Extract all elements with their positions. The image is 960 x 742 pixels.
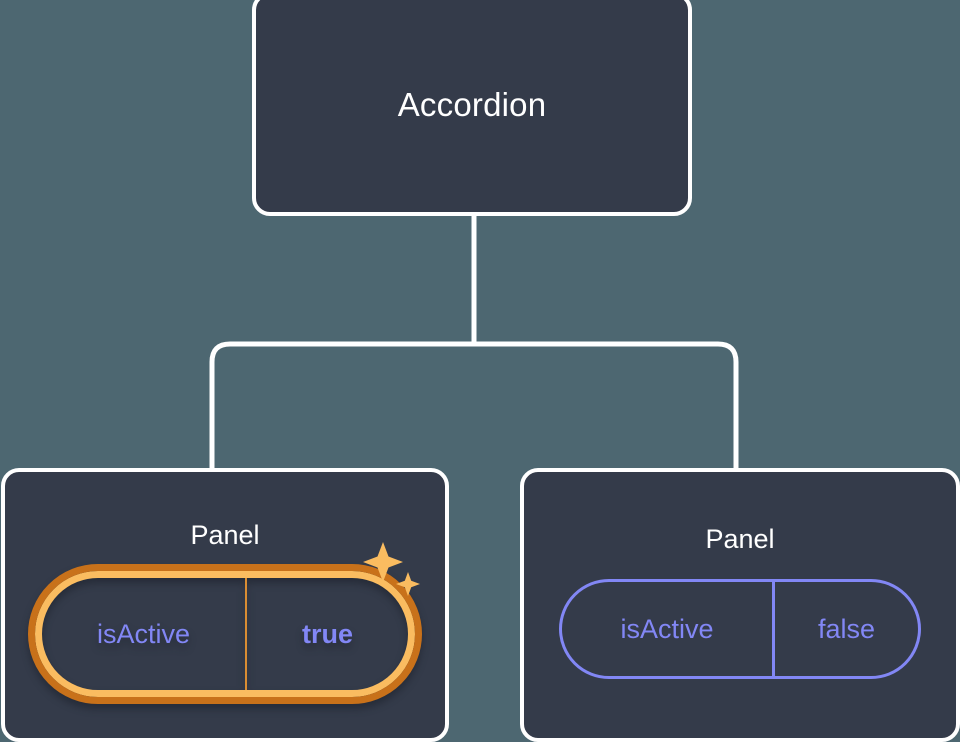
prop-key: isActive [562, 582, 775, 676]
prop-key: isActive [42, 578, 247, 690]
prop-pill-isactive-true[interactable]: isActive true [28, 564, 422, 704]
node-title: Panel [705, 524, 775, 554]
prop-value: true [301, 618, 353, 649]
node-title: Panel [190, 520, 260, 550]
edge-branch-bus [209, 341, 739, 470]
node-accordion[interactable]: Accordion [252, 0, 692, 216]
prop-pill-isactive-false[interactable]: isActive false [559, 579, 921, 679]
node-panel-active[interactable]: Panel isActive true [1, 468, 449, 742]
prop-value: false [817, 613, 876, 644]
node-panel-inactive[interactable]: Panel isActive false [520, 468, 960, 742]
node-title: Accordion [397, 85, 547, 123]
